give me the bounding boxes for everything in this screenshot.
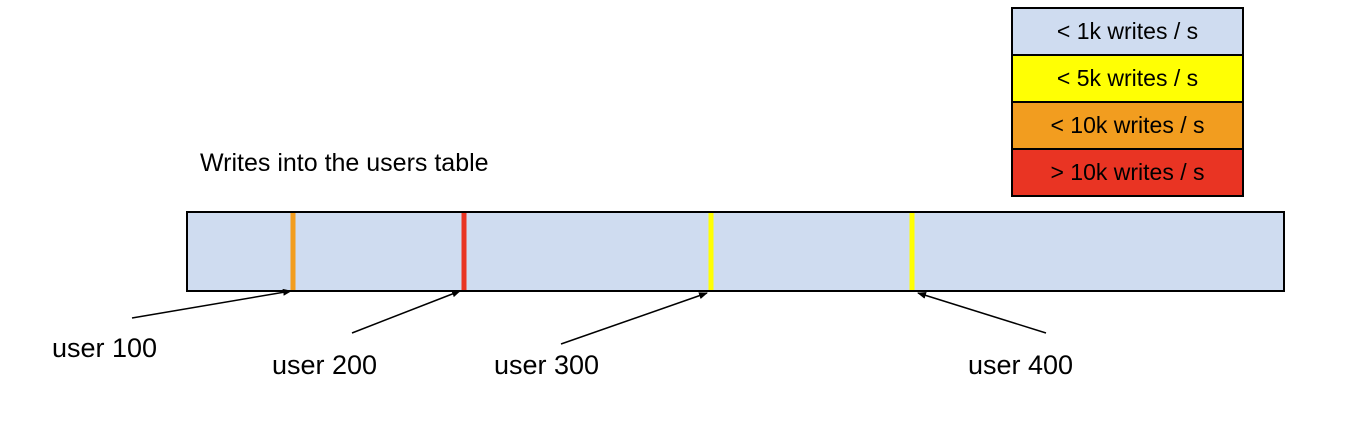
legend: < 1k writes / s < 5k writes / s < 10k wr…: [1011, 7, 1244, 197]
label-user-100: user 100: [52, 333, 158, 363]
arrow-user-200: [351, 290, 461, 334]
legend-item-lt-1k: < 1k writes / s: [1011, 7, 1244, 56]
users-table-bar: [186, 211, 1285, 292]
legend-item-label: > 10k writes / s: [1050, 159, 1205, 185]
shard-marker-user-400: [909, 213, 915, 290]
legend-item-lt-10k: < 10k writes / s: [1011, 101, 1244, 150]
diagram-title: Writes into the users table: [200, 149, 489, 177]
legend-item-label: < 1k writes / s: [1056, 18, 1199, 44]
legend-item-label: < 10k writes / s: [1050, 112, 1205, 138]
shard-marker-user-200: [461, 213, 467, 290]
label-user-300: user 300: [494, 350, 600, 380]
arrow-user-300: [560, 292, 708, 345]
legend-item-label: < 5k writes / s: [1056, 65, 1199, 91]
arrow-user-400: [917, 292, 1047, 334]
label-user-200: user 200: [272, 350, 378, 380]
arrow-user-100: [131, 288, 292, 319]
label-user-400: user 400: [968, 350, 1074, 380]
legend-item-gt-10k: > 10k writes / s: [1011, 148, 1244, 197]
shard-marker-user-100: [290, 213, 296, 290]
shard-marker-user-300: [708, 213, 714, 290]
legend-item-lt-5k: < 5k writes / s: [1011, 54, 1244, 103]
